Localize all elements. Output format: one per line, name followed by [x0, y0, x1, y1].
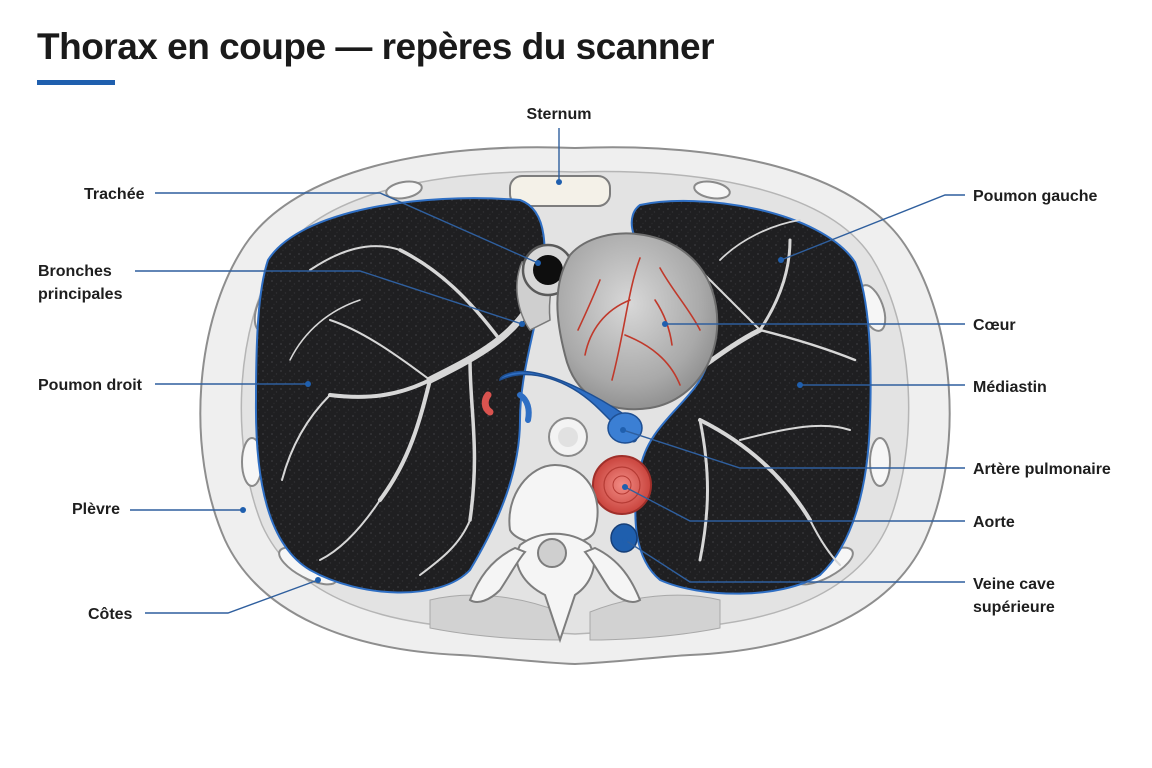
label-coeur: Cœur	[973, 317, 1016, 334]
page-title: Thorax en coupe — repères du scanner	[37, 26, 715, 67]
label-cotes: Côtes	[88, 606, 133, 623]
vertebra	[468, 463, 642, 644]
heart	[556, 232, 719, 411]
label-aorte: Aorte	[973, 514, 1015, 531]
label-poumon-gauche: Poumon gauche	[973, 188, 1098, 205]
leader-dots	[240, 179, 803, 583]
label-bronches-line1: Bronches	[38, 263, 112, 280]
title-underline	[37, 80, 115, 85]
label-sternum: Sternum	[527, 106, 592, 123]
label-artere-pulmonaire: Artère pulmonaire	[973, 461, 1111, 478]
sternum-bone	[509, 175, 611, 207]
label-veine-cave-line1: Veine cave	[973, 576, 1055, 593]
label-poumon-droit: Poumon droit	[38, 377, 143, 394]
label-veine-cave-line2: supérieure	[973, 599, 1055, 616]
small-vessel-right	[481, 391, 494, 416]
label-mediastin: Médiastin	[973, 379, 1047, 396]
aorta	[592, 455, 652, 515]
label-trachee: Trachée	[84, 186, 145, 203]
label-plevre: Plèvre	[72, 501, 120, 518]
leader-lines	[130, 128, 965, 614]
label-bronches-line2: principales	[38, 286, 123, 303]
